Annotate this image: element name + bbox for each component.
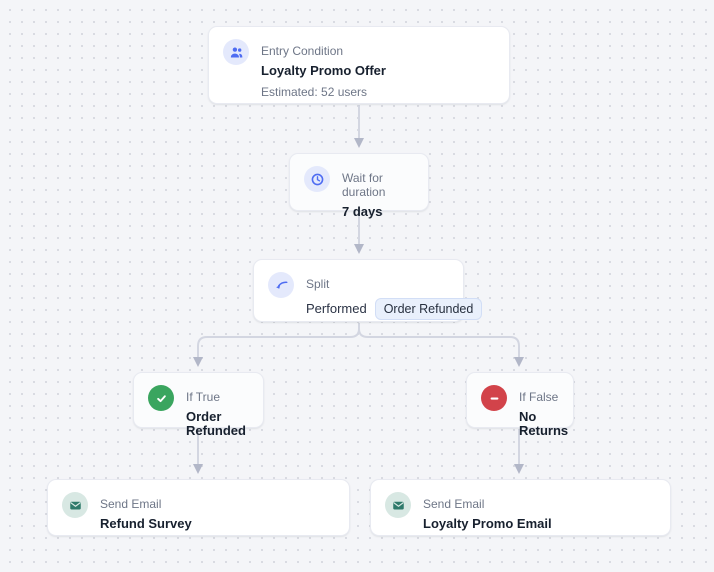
node-type-label: If True <box>186 390 221 404</box>
entry-condition-text: Entry Condition Loyalty Promo Offer Esti… <box>261 37 386 99</box>
split-text: Split Performed Order Refunded <box>306 270 483 320</box>
node-type-label: Send Email <box>423 497 485 511</box>
send-email-text: Send Email Loyalty Promo Email <box>423 490 552 531</box>
edge-split-to-iftrue <box>193 323 360 367</box>
node-title: No Returns <box>519 409 569 438</box>
split-node[interactable]: Split Performed Order Refunded <box>253 259 483 322</box>
if-false-node[interactable]: If False No Returns <box>466 372 574 438</box>
node-type-label: Wait for duration <box>342 171 386 199</box>
check-circle-icon <box>148 385 174 411</box>
users-icon <box>223 39 249 65</box>
node-title: Refund Survey <box>100 516 192 531</box>
node-type-label: Entry Condition <box>261 44 344 58</box>
estimated-users: Estimated: 52 users <box>261 85 368 99</box>
node-title: 7 days <box>342 204 383 219</box>
envelope-icon <box>385 492 411 518</box>
if-true-text: If True Order Refunded <box>186 383 249 438</box>
node-title: Loyalty Promo Offer <box>261 63 386 78</box>
wait-duration-node[interactable]: Wait for duration 7 days <box>289 153 429 219</box>
minus-circle-icon <box>481 385 507 411</box>
envelope-icon <box>62 492 88 518</box>
wait-duration-text: Wait for duration 7 days <box>342 164 414 219</box>
send-email-refund-survey-node[interactable]: Send Email Refund Survey <box>47 479 350 536</box>
clock-icon <box>304 166 330 192</box>
event-chip: Order Refunded <box>374 298 483 320</box>
split-arrow-icon <box>268 272 294 298</box>
send-email-text: Send Email Refund Survey <box>100 490 192 531</box>
split-condition-row: Performed Order Refunded <box>306 298 483 320</box>
node-title: Order Refunded <box>186 409 246 438</box>
node-type-label: If False <box>519 390 559 404</box>
node-type-label: Send Email <box>100 497 162 511</box>
node-type-label: Split <box>306 277 330 291</box>
send-email-loyalty-promo-node[interactable]: Send Email Loyalty Promo Email <box>370 479 671 536</box>
if-false-text: If False No Returns <box>519 383 568 438</box>
if-true-node[interactable]: If True Order Refunded <box>133 372 264 438</box>
edge-split-to-iffalse <box>358 323 524 367</box>
entry-condition-node[interactable]: Entry Condition Loyalty Promo Offer Esti… <box>208 26 510 104</box>
node-title: Loyalty Promo Email <box>423 516 552 531</box>
split-condition-prefix: Performed <box>306 301 367 316</box>
